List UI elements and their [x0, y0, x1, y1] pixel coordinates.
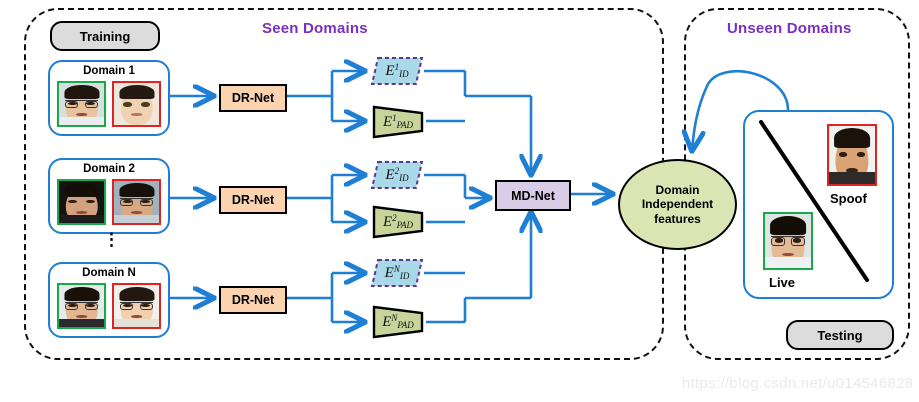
- testing-badge: Testing: [786, 320, 894, 350]
- domain-box-2[interactable]: Domain 2: [48, 158, 170, 234]
- feature-line-2: Independent: [641, 197, 714, 212]
- domain-box-1[interactable]: Domain 1: [48, 60, 170, 136]
- epad-encoder-n[interactable]: ENPAD: [370, 304, 426, 340]
- face-samples-2: [57, 179, 161, 225]
- domain-box-n[interactable]: Domain N: [48, 262, 170, 338]
- live-face-thumbnail-1: [57, 81, 106, 127]
- domain-ellipsis: ⋮: [103, 230, 120, 249]
- dr-net-block-1[interactable]: DR-Net: [219, 84, 287, 112]
- spoof-caption: Spoof: [830, 191, 867, 206]
- feature-line-1: Domain: [655, 183, 700, 198]
- dr-net-block-2[interactable]: DR-Net: [219, 186, 287, 214]
- spoof-face-thumbnail-1: [112, 81, 161, 127]
- spoof-face-thumbnail-2: [112, 179, 161, 225]
- epad-encoder-1[interactable]: E1PAD: [370, 104, 426, 140]
- dr-net-block-n[interactable]: DR-Net: [219, 286, 287, 314]
- domain-label-n: Domain N: [82, 267, 136, 279]
- feature-line-3: features: [654, 211, 701, 226]
- watermark-text: https://blog.csdn.net/u014546828: [682, 375, 914, 392]
- domain-label-1: Domain 1: [83, 65, 135, 77]
- epad-label-2: E2PAD: [382, 213, 413, 230]
- training-badge: Training: [50, 21, 160, 51]
- test-sample-box[interactable]: Spoof Live: [743, 110, 894, 299]
- eid-label-n: ENID: [384, 264, 410, 281]
- domain-label-2: Domain 2: [83, 163, 135, 175]
- live-face-thumbnail-2: [57, 179, 106, 225]
- face-samples-n: [57, 283, 161, 329]
- eid-encoder-1[interactable]: E1ID: [370, 56, 424, 86]
- eid-label-2: E2ID: [385, 166, 409, 183]
- unseen-domains-title: Unseen Domains: [727, 20, 852, 37]
- domain-independent-features-node: Domain Independent features: [618, 159, 737, 250]
- epad-label-n: ENPAD: [382, 313, 414, 330]
- seen-domains-title: Seen Domains: [262, 20, 368, 37]
- eid-encoder-n[interactable]: ENID: [370, 258, 424, 288]
- live-face-thumbnail-n: [57, 283, 106, 329]
- decision-boundary-line: [759, 120, 869, 282]
- epad-label-1: E1PAD: [382, 113, 413, 130]
- spoof-test-thumbnail: [827, 124, 877, 186]
- face-samples-1: [57, 81, 161, 127]
- epad-encoder-2[interactable]: E2PAD: [370, 204, 426, 240]
- live-test-thumbnail: [763, 212, 813, 270]
- eid-label-1: E1ID: [385, 62, 409, 79]
- live-caption: Live: [769, 275, 796, 290]
- md-net-block[interactable]: MD-Net: [495, 180, 571, 211]
- eid-encoder-2[interactable]: E2ID: [370, 160, 424, 190]
- spoof-face-thumbnail-n: [112, 283, 161, 329]
